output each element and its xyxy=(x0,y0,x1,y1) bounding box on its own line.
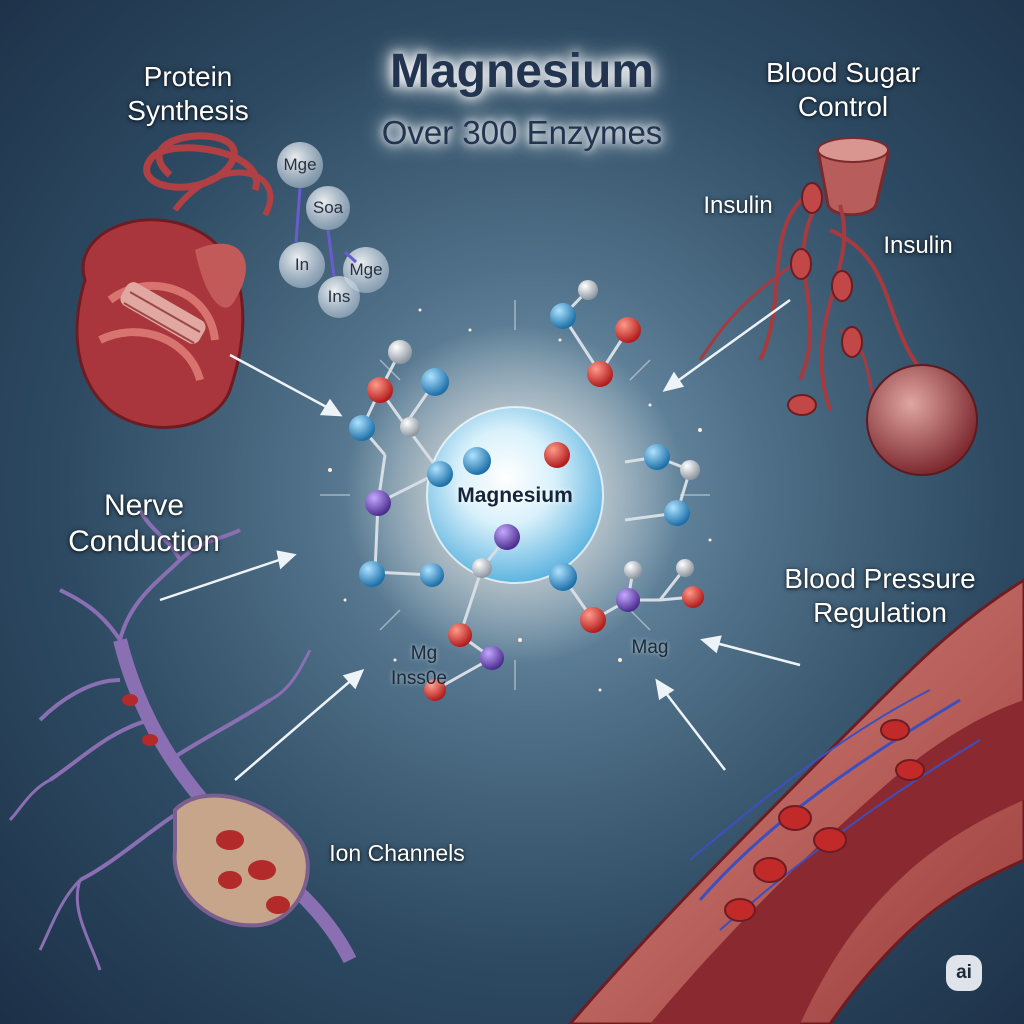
bubble-label: In xyxy=(294,255,310,274)
bubble-label: Mge xyxy=(283,155,317,174)
page-title: Magnesium xyxy=(389,45,655,98)
blood-sugar-illustration xyxy=(698,137,978,476)
label-insulin: Insulin xyxy=(883,232,953,259)
bubble-label: Ins xyxy=(327,287,351,306)
label-blood-pressure-regulation: Blood Pressure Regulation xyxy=(784,563,976,628)
sparkles xyxy=(328,308,712,692)
pointer-arrows xyxy=(159,298,801,781)
center-magnesium-label: Magnesium xyxy=(457,484,573,507)
label-ion-channels: Ion Channels xyxy=(329,840,465,866)
blood-vessel-illustration xyxy=(568,578,1024,1024)
protein-synthesis-illustration xyxy=(75,132,274,429)
molecule-label-mag: Mag xyxy=(631,637,669,658)
protein-bubbles xyxy=(277,142,389,318)
label-blood-sugar-control: Blood Sugar Control xyxy=(765,57,921,122)
neuron-illustration xyxy=(8,509,357,971)
bubble-label: Mge xyxy=(349,260,383,279)
molecule-label-mg: Mg xyxy=(410,643,438,664)
light-rays xyxy=(320,300,710,690)
molecule-atoms xyxy=(349,280,704,701)
molecule-label-inso: Inss0e xyxy=(391,668,447,689)
label-insulin: Insulin xyxy=(703,192,773,219)
label-nerve-conduction: Nerve Conduction xyxy=(68,489,220,558)
page-subtitle: Over 300 Enzymes xyxy=(381,114,663,151)
bubble-label: Soa xyxy=(312,198,344,217)
ai-badge: ai xyxy=(946,955,982,991)
label-protein-synthesis: Protein Synthesis xyxy=(127,61,249,126)
